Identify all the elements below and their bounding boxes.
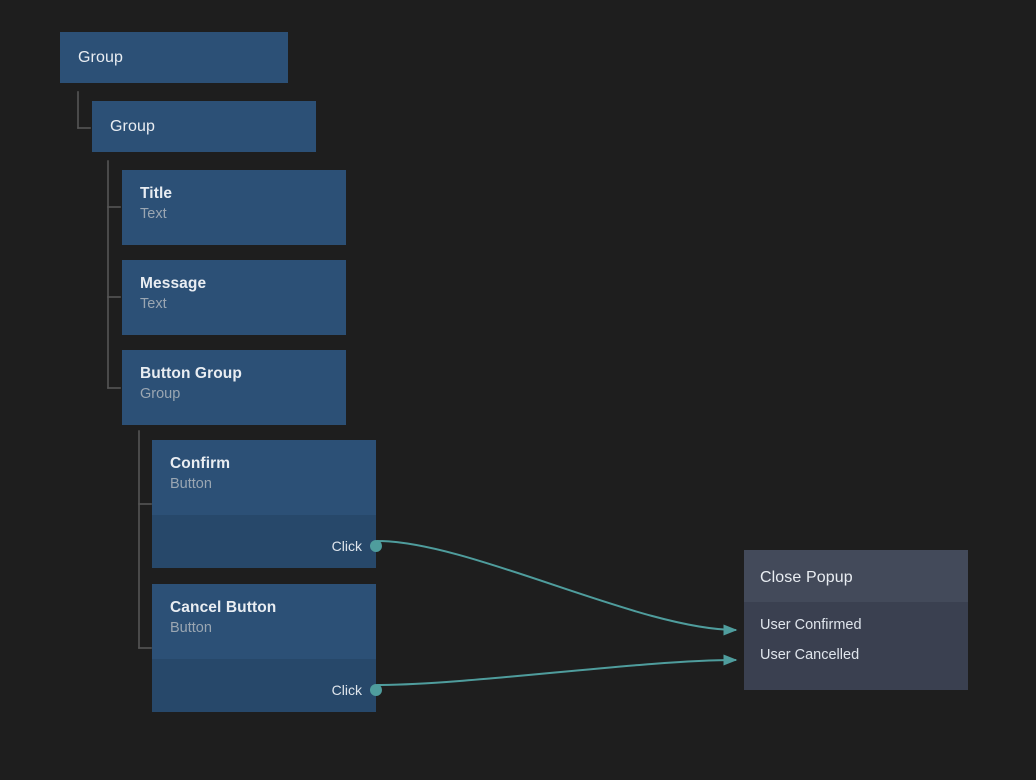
node-confirm-button[interactable]: Confirm Button Click: [152, 440, 382, 568]
node-header[interactable]: Button Group Group: [122, 350, 346, 425]
output-port-label: Click: [331, 538, 362, 554]
node-title: Confirm: [170, 455, 231, 472]
node-type-label: Button: [170, 476, 212, 492]
output-port-click[interactable]: Click: [152, 675, 382, 705]
node-message-text[interactable]: Message Text: [122, 260, 346, 335]
node-title: Cancel Button: [170, 599, 277, 616]
edge-edge-cancel-to-cancelled[interactable]: [376, 654, 738, 686]
node-title-text[interactable]: Title Text: [122, 170, 346, 245]
node-title: Title: [140, 185, 173, 202]
node-header[interactable]: Message Text: [122, 260, 346, 335]
input-port-label: User Confirmed: [760, 617, 862, 633]
node-type-label: Button: [170, 620, 212, 636]
output-port-click[interactable]: Click: [152, 531, 382, 561]
node-type-label: Text: [140, 206, 167, 222]
node-title: Close Popup: [760, 569, 853, 586]
input-port-user-cancelled[interactable]: User Cancelled: [744, 640, 968, 670]
node-title: Button Group: [140, 365, 242, 382]
node-type-label: Text: [140, 296, 167, 312]
node-group-child[interactable]: Group: [92, 101, 316, 152]
node-close-popup[interactable]: Close Popup User Confirmed User Cancelle…: [744, 550, 968, 690]
node-body: Click: [152, 515, 382, 568]
node-header[interactable]: Cancel Button Button: [152, 584, 376, 659]
node-header[interactable]: Group: [60, 32, 288, 83]
output-port-dot-icon[interactable]: [370, 684, 382, 696]
node-header[interactable]: Close Popup: [744, 550, 968, 602]
node-body: Click: [152, 659, 382, 712]
output-port-dot-icon[interactable]: [370, 540, 382, 552]
input-port-label: User Cancelled: [760, 647, 860, 663]
node-button-group[interactable]: Button Group Group: [122, 350, 346, 425]
node-header[interactable]: Confirm Button: [152, 440, 376, 515]
node-title: Group: [110, 118, 155, 135]
node-header[interactable]: Group: [92, 101, 316, 152]
node-header[interactable]: Title Text: [122, 170, 346, 245]
node-type-label: Group: [140, 386, 181, 402]
node-cancel-button[interactable]: Cancel Button Button Click: [152, 584, 382, 712]
node-title: Message: [140, 275, 207, 292]
node-title: Group: [78, 49, 123, 66]
node-body: User Confirmed User Cancelled: [744, 602, 968, 690]
edge-edge-confirm-to-confirmed[interactable]: [376, 540, 738, 636]
output-port-label: Click: [331, 682, 362, 698]
input-port-user-confirmed[interactable]: User Confirmed: [744, 610, 968, 640]
node-group-root[interactable]: Group: [60, 32, 288, 83]
